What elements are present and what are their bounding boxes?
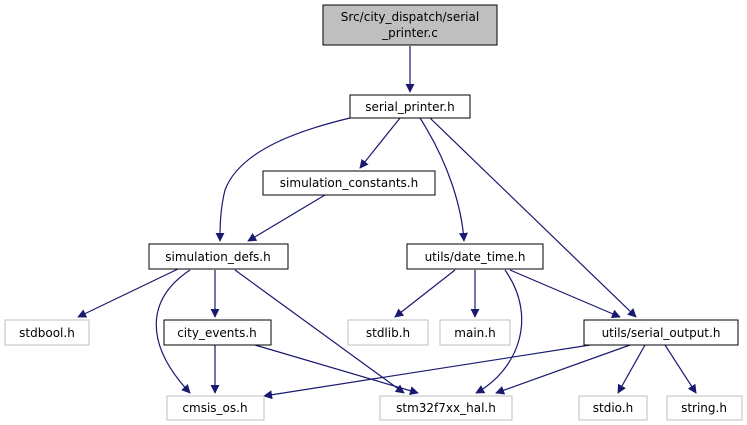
node-utils-date-time-h[interactable]: utils/date_time.h (406, 243, 544, 270)
edge-city_events_h-to-stm32f7xx_hal_h (254, 344, 419, 396)
edge-serial_printer_h-to-simulation_defs_h (215, 117, 351, 242)
node-label: cmsis_os.h (182, 401, 247, 415)
edge-serial_output_h-to-string_h (664, 344, 697, 394)
node-label: utils/serial_output.h (602, 326, 721, 340)
edge-serial_output_h-to-stm32f7xx_hal_h (495, 344, 631, 395)
edge-date_time_h-to-stm32f7xx_hal_h (475, 269, 523, 394)
edge-serial_printer_h-to-simulation_constants_h (359, 117, 401, 169)
node-label: utils/date_time.h (425, 250, 526, 264)
edge-serial_printer_h-to-serial_output_h (429, 117, 637, 318)
node-stdlib-h: stdlib.h (347, 319, 429, 346)
node-label-line: Src/city_dispatch/serial (341, 10, 479, 24)
node-stm32f7xx-hal-h: stm32f7xx_hal.h (379, 395, 513, 421)
node-cmsis-os-h: cmsis_os.h (166, 395, 265, 421)
node-label: main.h (454, 326, 495, 340)
edge-serial_output_h-to-stdio_h (617, 344, 646, 394)
edge-simulation_defs_h-to-cmsis_os_h (155, 269, 191, 394)
edge-serial_output_h-to-cmsis_os_h (263, 344, 591, 400)
node-label: stdio.h (593, 401, 633, 415)
node-stdio-h: stdio.h (578, 395, 648, 421)
edge-serial_printer_h-to-date_time_h (419, 117, 468, 242)
node-src-city-dispatch-serial-printer-c: Src/city_dispatch/serial _printer.c (322, 4, 498, 46)
node-layer: Src/city_dispatch/serial _printer.c seri… (4, 4, 743, 421)
node-label: simulation_defs.h (165, 250, 270, 264)
node-label: stdbool.h (19, 326, 75, 340)
edge-simulation_constants_h-to-simulation_defs_h (247, 194, 326, 242)
node-main-h: main.h (439, 319, 511, 346)
node-string-h: string.h (666, 395, 743, 421)
node-stdbool-h: stdbool.h (4, 319, 90, 346)
node-simulation-constants-h[interactable]: simulation_constants.h (262, 170, 436, 196)
node-utils-serial-output-h[interactable]: utils/serial_output.h (583, 319, 739, 346)
node-label: simulation_constants.h (280, 176, 418, 190)
edge-date_time_h-to-stdlib_h (394, 269, 456, 318)
node-label: city_events.h (177, 326, 257, 340)
node-label: stm32f7xx_hal.h (396, 401, 496, 415)
node-simulation-defs-h[interactable]: simulation_defs.h (148, 243, 289, 270)
node-label: string.h (681, 401, 727, 415)
node-label-line: _printer.c (381, 26, 438, 40)
node-label: stdlib.h (366, 326, 410, 340)
edge-layer (77, 46, 697, 400)
edge-simulation_defs_h-to-stm32f7xx_hal_h (234, 269, 405, 394)
node-serial-printer-h[interactable]: serial_printer.h (349, 94, 471, 119)
edge-date_time_h-to-serial_output_h (509, 269, 621, 318)
node-label: serial_printer.h (365, 100, 454, 114)
node-city-events-h[interactable]: city_events.h (163, 319, 272, 346)
edge-simulation_defs_h-to-stdbool_h (77, 268, 179, 318)
